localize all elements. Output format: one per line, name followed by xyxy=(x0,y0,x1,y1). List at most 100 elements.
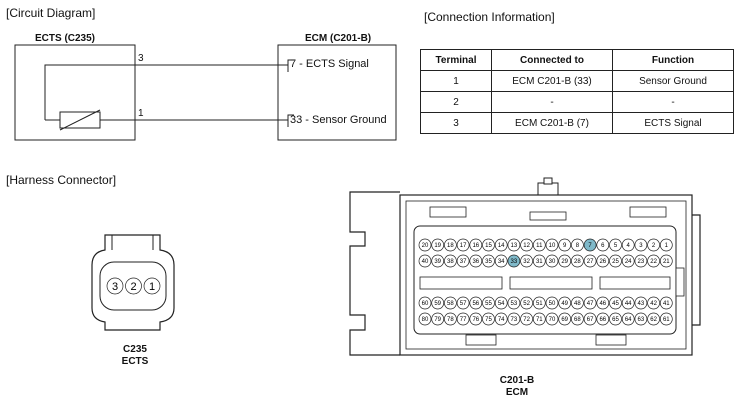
svg-text:65: 65 xyxy=(612,317,619,323)
pin-80: 80 xyxy=(418,312,432,326)
svg-text:17: 17 xyxy=(460,243,467,249)
svg-text:22: 22 xyxy=(650,259,657,265)
pin-46: 46 xyxy=(596,296,610,310)
pin-33: 33 xyxy=(507,254,521,268)
pin-27: 27 xyxy=(583,254,597,268)
pin-4: 4 xyxy=(621,238,635,252)
svg-text:75: 75 xyxy=(485,317,492,323)
svg-text:53: 53 xyxy=(511,301,518,307)
pin-14: 14 xyxy=(494,238,508,252)
pin-78: 78 xyxy=(444,312,457,326)
svg-text:15: 15 xyxy=(485,243,492,249)
svg-text:70: 70 xyxy=(549,317,556,323)
svg-text:66: 66 xyxy=(599,317,606,323)
pin-53: 53 xyxy=(507,296,521,310)
svg-text:43: 43 xyxy=(638,301,645,307)
pin-44: 44 xyxy=(621,296,635,310)
svg-text:2: 2 xyxy=(652,243,656,249)
svg-text:13: 13 xyxy=(511,243,518,249)
pin-15: 15 xyxy=(482,238,495,252)
pin-1: 1 xyxy=(143,277,161,295)
pin-68: 68 xyxy=(571,312,584,326)
svg-text:58: 58 xyxy=(447,301,454,307)
svg-text:74: 74 xyxy=(498,317,505,323)
svg-text:73: 73 xyxy=(511,317,518,323)
pin-76: 76 xyxy=(469,312,483,326)
svg-text:31: 31 xyxy=(536,259,543,265)
pin-63: 63 xyxy=(634,312,648,326)
svg-text:10: 10 xyxy=(549,243,556,249)
svg-text:39: 39 xyxy=(434,259,441,265)
pin-36: 36 xyxy=(469,254,483,268)
pin-8: 8 xyxy=(571,238,584,252)
svg-text:48: 48 xyxy=(574,301,581,307)
svg-text:6: 6 xyxy=(601,243,605,249)
svg-text:57: 57 xyxy=(460,301,467,307)
svg-text:12: 12 xyxy=(523,243,530,249)
svg-text:67: 67 xyxy=(587,317,594,323)
pin-45: 45 xyxy=(609,296,622,310)
svg-text:61: 61 xyxy=(663,317,670,323)
table-row: 2 - - xyxy=(420,91,734,113)
pin-73: 73 xyxy=(507,312,521,326)
connection-table: Terminal Connected to Function 1 ECM C20… xyxy=(420,49,734,134)
ecm-caption: C201-B ECM xyxy=(499,375,535,398)
pin-52: 52 xyxy=(520,296,533,310)
svg-text:37: 37 xyxy=(460,259,467,265)
ecm-box-title: ECM (C201-B) xyxy=(305,33,372,44)
pin-38: 38 xyxy=(444,254,457,268)
svg-text:35: 35 xyxy=(485,259,492,265)
svg-text:3: 3 xyxy=(639,243,643,249)
svg-text:20: 20 xyxy=(422,243,429,249)
pin-59: 59 xyxy=(431,296,445,310)
svg-text:47: 47 xyxy=(587,301,594,307)
svg-text:8: 8 xyxy=(576,243,580,249)
svg-text:78: 78 xyxy=(447,317,454,323)
pin-22: 22 xyxy=(647,254,660,268)
svg-text:64: 64 xyxy=(625,317,632,323)
pin-74: 74 xyxy=(494,312,508,326)
pin-51: 51 xyxy=(532,296,546,310)
svg-text:72: 72 xyxy=(523,317,530,323)
pin-25: 25 xyxy=(609,254,622,268)
svg-text:23: 23 xyxy=(638,259,645,265)
ecm-box xyxy=(277,44,397,141)
pin-16: 16 xyxy=(469,238,483,252)
pin-3: 3 xyxy=(634,238,648,252)
pin-10: 10 xyxy=(545,238,559,252)
svg-text:54: 54 xyxy=(498,301,505,307)
svg-text:14: 14 xyxy=(498,243,505,249)
pin-72: 72 xyxy=(520,312,533,326)
svg-text:4: 4 xyxy=(627,243,631,249)
svg-text:1: 1 xyxy=(665,243,669,249)
svg-text:36: 36 xyxy=(472,259,479,265)
svg-text:46: 46 xyxy=(599,301,606,307)
pin-65: 65 xyxy=(609,312,622,326)
pin-69: 69 xyxy=(558,312,572,326)
svg-text:9: 9 xyxy=(563,243,567,249)
svg-text:25: 25 xyxy=(612,259,619,265)
pin-31: 31 xyxy=(532,254,546,268)
svg-text:38: 38 xyxy=(447,259,454,265)
svg-text:18: 18 xyxy=(447,243,454,249)
pin-1: 1 xyxy=(659,238,673,252)
svg-text:55: 55 xyxy=(485,301,492,307)
pin-9: 9 xyxy=(558,238,572,252)
svg-text:45: 45 xyxy=(612,301,619,307)
pin-6: 6 xyxy=(596,238,610,252)
pin-13: 13 xyxy=(507,238,521,252)
pin-18: 18 xyxy=(444,238,457,252)
c235-caption: C235 ECTS xyxy=(121,344,149,367)
svg-text:77: 77 xyxy=(460,317,467,323)
pin-7: 7 xyxy=(583,238,597,252)
svg-text:76: 76 xyxy=(472,317,479,323)
svg-text:1: 1 xyxy=(149,281,155,293)
svg-text:33: 33 xyxy=(511,259,518,265)
svg-text:3: 3 xyxy=(112,281,118,293)
pin-40: 40 xyxy=(418,254,432,268)
pin-41: 41 xyxy=(659,296,673,310)
wire-pin-1-label: 1 xyxy=(138,108,144,119)
